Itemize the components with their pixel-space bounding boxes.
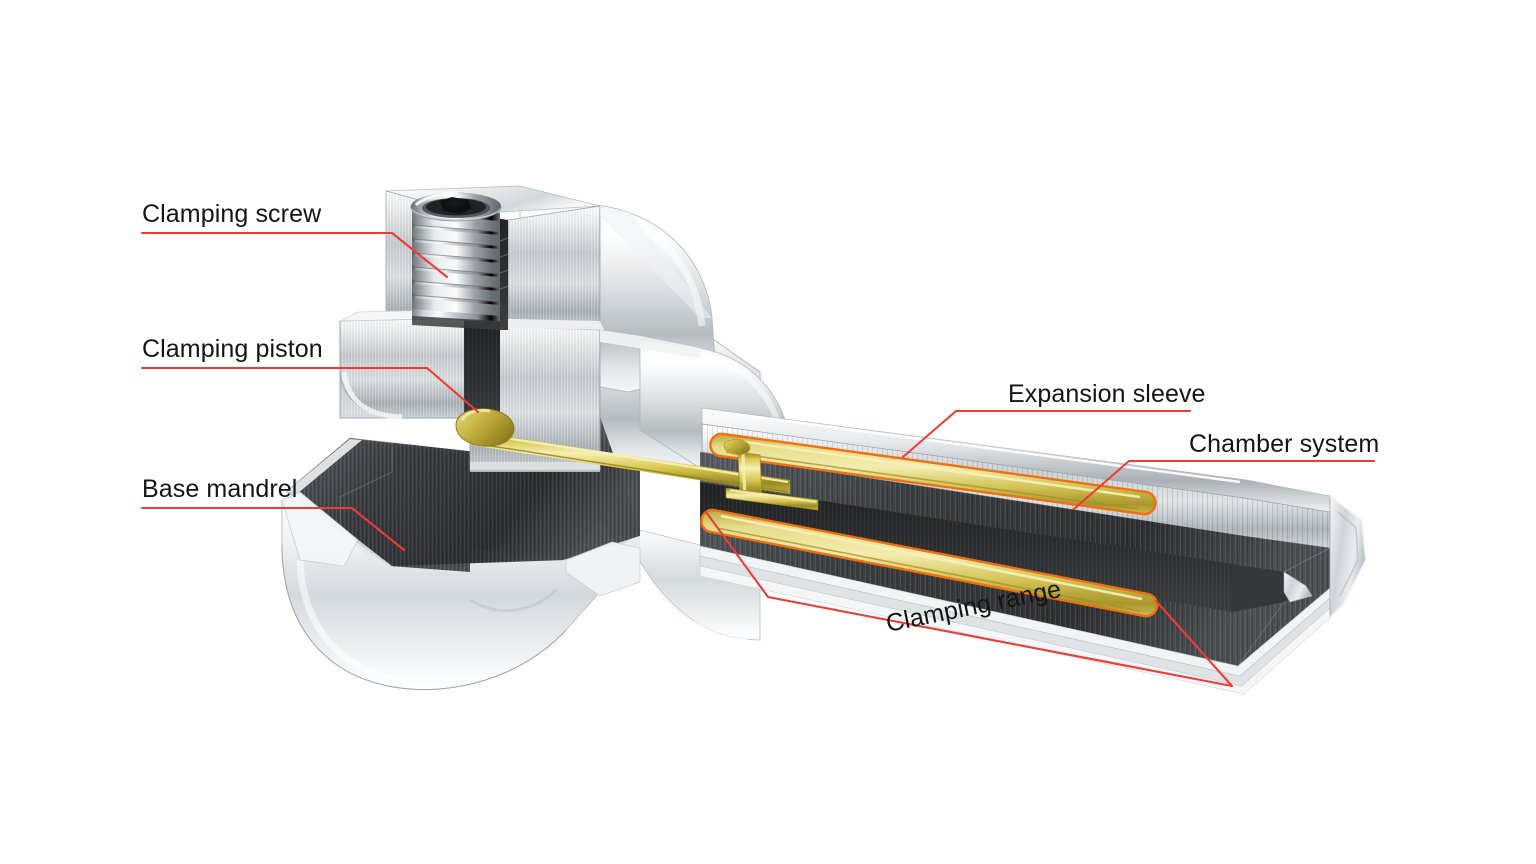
label-expansion-sleeve: Expansion sleeve (1008, 380, 1206, 408)
label-clamping-screw: Clamping screw (142, 200, 322, 228)
chamber-lower (700, 508, 1159, 618)
screw-threads (411, 214, 501, 316)
leader-clamping-range-left (704, 510, 1234, 688)
leader-base-mandrel (140, 506, 406, 552)
label-clamping-piston: Clamping piston (142, 335, 323, 363)
label-chamber-system: Chamber system (1189, 430, 1379, 458)
part-clamping-screw (410, 191, 502, 330)
leader-chamber-system (1072, 459, 1376, 511)
hydraulic-feed-channel (476, 432, 790, 494)
piston-head (455, 408, 515, 447)
leader-expansion-sleeve (901, 409, 1192, 459)
leader-lines-group (140, 231, 1376, 688)
leader-clamping-piston (140, 366, 480, 414)
leader-clamping-range-right (1154, 599, 1234, 688)
label-base-mandrel: Base mandrel (142, 475, 297, 503)
hex-socket (440, 197, 472, 214)
part-chamber-system (455, 408, 1159, 618)
leader-clamping-screw (140, 231, 449, 279)
bore-end-cone (1283, 571, 1313, 603)
riser-knob (723, 438, 751, 456)
